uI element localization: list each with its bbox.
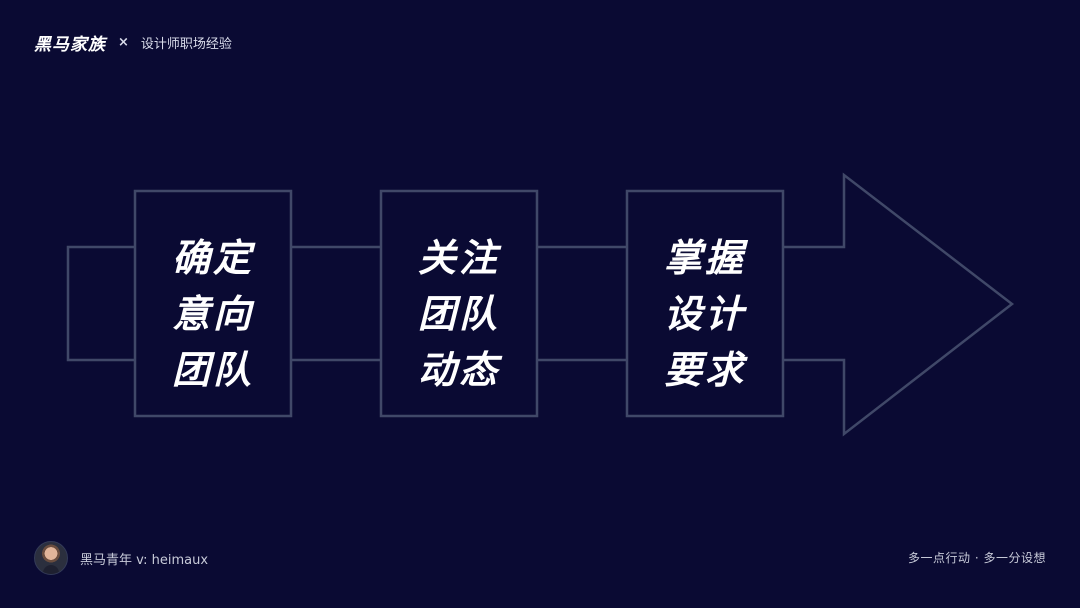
connector-2-3 bbox=[537, 245, 627, 362]
box-3-text: 掌握 设计 要求 bbox=[627, 230, 783, 398]
box-3-outline bbox=[625, 189, 785, 418]
connector-1-2 bbox=[291, 245, 381, 362]
box-1-outline bbox=[133, 189, 293, 418]
box-1-line-3: 团队 bbox=[171, 348, 254, 392]
box-1-text: 确定 意向 团队 bbox=[135, 230, 291, 398]
box-2-line-2: 团队 bbox=[417, 292, 500, 336]
box-1-line-1: 确定 bbox=[171, 236, 254, 280]
box-2-outline bbox=[379, 189, 539, 418]
arrow-icon bbox=[783, 172, 1015, 437]
header-separator: × bbox=[118, 35, 129, 50]
header-title: 设计师职场经验 bbox=[140, 37, 232, 52]
slide-header: 黑马家族 × 设计师职场经验 bbox=[34, 30, 232, 55]
box-1-line-2: 意向 bbox=[171, 292, 254, 336]
box-3-line-2: 设计 bbox=[663, 292, 746, 336]
brand-logo-text: 黑马家族 bbox=[34, 35, 106, 55]
avatar-icon bbox=[34, 541, 68, 575]
footer-author: 黑马青年 v: heimaux bbox=[80, 552, 209, 568]
footer-author-area: 黑马青年 v: heimaux bbox=[34, 541, 208, 575]
footer-slogan: 多一点行动 · 多一分设想 bbox=[908, 551, 1046, 565]
box-2-line-3: 动态 bbox=[417, 348, 500, 392]
left-connector-outline bbox=[66, 245, 135, 362]
box-3-line-3: 要求 bbox=[663, 348, 746, 392]
box-2-line-1: 关注 bbox=[417, 236, 500, 280]
box-2-text: 关注 团队 动态 bbox=[381, 230, 537, 398]
box-3-line-1: 掌握 bbox=[663, 236, 746, 280]
